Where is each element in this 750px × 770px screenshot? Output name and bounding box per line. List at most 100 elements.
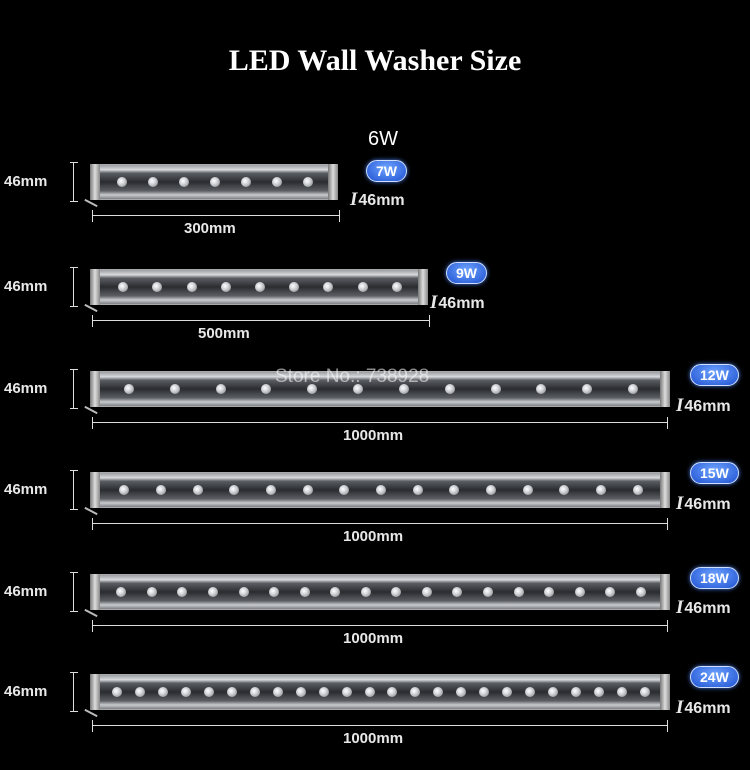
led-wall-washer-bar bbox=[90, 371, 670, 407]
led-bead bbox=[387, 687, 398, 697]
led-bead bbox=[302, 485, 313, 495]
led-bead bbox=[261, 384, 272, 394]
thickness-value: 46mm bbox=[684, 700, 731, 717]
thickness-dimension-icon: I bbox=[676, 395, 684, 416]
thickness-value: 46mm bbox=[438, 295, 485, 312]
power-cable bbox=[84, 198, 98, 208]
led-bead bbox=[112, 687, 123, 697]
led-bead bbox=[227, 687, 238, 697]
led-wall-washer-bar bbox=[90, 574, 670, 610]
led-bead bbox=[596, 485, 606, 495]
led-bead bbox=[452, 587, 463, 597]
led-bead bbox=[341, 687, 352, 697]
led-bead bbox=[524, 687, 535, 697]
led-bead bbox=[181, 687, 192, 697]
led-bead bbox=[323, 282, 334, 292]
thickness-value: 46mm bbox=[684, 600, 731, 617]
led-bead bbox=[272, 687, 283, 697]
led-bead bbox=[391, 282, 402, 292]
led-bead bbox=[570, 687, 581, 697]
led-bead bbox=[479, 687, 490, 697]
thickness-value: 46mm bbox=[358, 192, 405, 209]
height-dimension-bracket bbox=[70, 470, 78, 510]
thickness-value: 46mm bbox=[684, 496, 731, 513]
led-bead bbox=[249, 687, 260, 697]
led-bead bbox=[269, 587, 280, 597]
led-bead bbox=[158, 687, 169, 697]
led-bead bbox=[295, 687, 306, 697]
thickness-dimension-icon: I bbox=[676, 493, 684, 514]
led-bead bbox=[616, 687, 627, 697]
led-bead bbox=[574, 587, 585, 597]
length-dimension-line bbox=[92, 720, 668, 732]
height-label: 46mm bbox=[4, 380, 48, 397]
led-bead bbox=[177, 587, 188, 597]
led-bead bbox=[178, 177, 189, 187]
led-wall-washer-bar bbox=[90, 164, 338, 200]
length-label: 1000mm bbox=[343, 730, 404, 747]
led-bead bbox=[118, 282, 129, 292]
thickness-dimension-icon: I bbox=[430, 292, 438, 313]
power-cable bbox=[84, 303, 98, 313]
led-bead bbox=[303, 177, 314, 187]
led-bead bbox=[169, 384, 180, 394]
led-bead bbox=[412, 485, 423, 495]
led-bead bbox=[207, 587, 218, 597]
height-label: 46mm bbox=[4, 683, 48, 700]
led-bead bbox=[147, 177, 158, 187]
led-bead bbox=[544, 587, 555, 597]
led-bead bbox=[204, 687, 215, 697]
led-bead bbox=[444, 384, 455, 394]
led-bead bbox=[119, 485, 130, 495]
led-bead bbox=[513, 587, 524, 597]
height-dimension-bracket bbox=[70, 369, 78, 409]
led-bead bbox=[398, 384, 409, 394]
led-bead bbox=[299, 587, 310, 597]
led-bead bbox=[364, 687, 375, 697]
led-bead bbox=[536, 384, 547, 394]
wattage-badge: 15W bbox=[690, 462, 739, 484]
thickness-dimension-icon: I bbox=[350, 189, 358, 210]
length-label: 500mm bbox=[198, 325, 250, 342]
led-bead bbox=[123, 384, 134, 394]
height-label: 46mm bbox=[4, 173, 48, 190]
led-bead bbox=[146, 587, 157, 597]
height-dimension-bracket bbox=[70, 672, 78, 712]
wattage-badge: 9W bbox=[446, 262, 487, 284]
wattage-badge: 24W bbox=[690, 666, 739, 688]
led-bead bbox=[547, 687, 558, 697]
led-bead bbox=[391, 587, 402, 597]
wattage-badge: 18W bbox=[690, 567, 739, 589]
wattage-badge: 7W bbox=[366, 160, 407, 182]
led-bead bbox=[635, 587, 646, 597]
led-bead bbox=[215, 384, 226, 394]
led-bead bbox=[192, 485, 203, 495]
led-bead bbox=[210, 177, 220, 187]
length-label: 1000mm bbox=[343, 427, 404, 444]
led-bead bbox=[266, 485, 276, 495]
thickness-label: I46mm bbox=[676, 697, 731, 719]
led-bead bbox=[318, 687, 329, 697]
height-dimension-bracket bbox=[70, 572, 78, 612]
led-wall-washer-bar bbox=[90, 269, 428, 305]
thickness-label: I46mm bbox=[430, 292, 485, 314]
led-bead bbox=[376, 485, 386, 495]
led-bead bbox=[289, 282, 300, 292]
led-bead bbox=[639, 687, 650, 697]
led-bead bbox=[449, 485, 460, 495]
led-bead bbox=[410, 687, 421, 697]
led-bead bbox=[156, 485, 166, 495]
length-label: 300mm bbox=[184, 220, 236, 237]
thickness-label: I46mm bbox=[676, 597, 731, 619]
led-bead bbox=[605, 587, 616, 597]
led-bead bbox=[255, 282, 265, 292]
height-label: 46mm bbox=[4, 278, 48, 295]
led-bead bbox=[353, 384, 364, 394]
led-bead bbox=[628, 384, 639, 394]
power-cable bbox=[84, 608, 98, 618]
led-bead bbox=[238, 587, 249, 597]
extra-wattage-label: 6W bbox=[368, 128, 398, 150]
thickness-value: 46mm bbox=[684, 398, 731, 415]
